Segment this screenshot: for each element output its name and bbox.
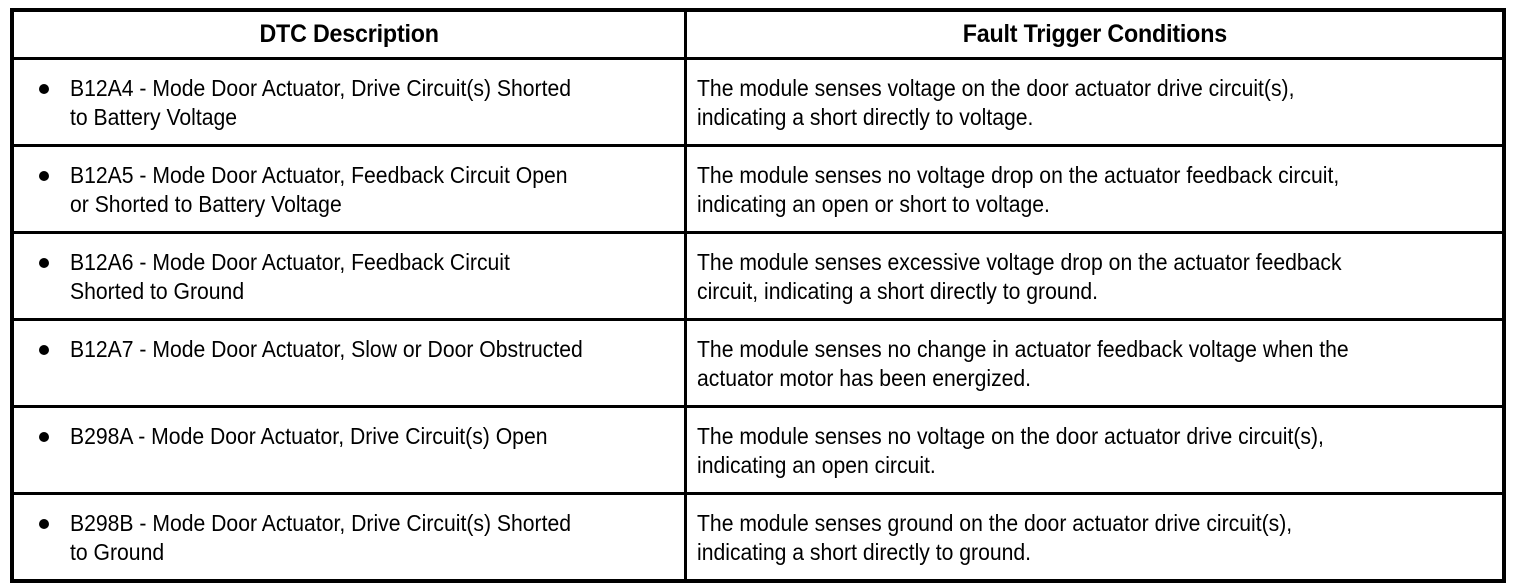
condition-block: The module senses ground on the door act… <box>687 495 1502 579</box>
table-row: B298B - Mode Door Actuator, Drive Circui… <box>12 492 1504 581</box>
cell-dtc-description: B12A5 - Mode Door Actuator, Feedback Cir… <box>12 144 688 233</box>
table-row: B12A7 - Mode Door Actuator, Slow or Door… <box>12 318 1504 407</box>
condition-block: The module senses voltage on the door ac… <box>687 60 1502 144</box>
table-header-row: DTC Description Fault Trigger Conditions <box>12 10 1504 60</box>
fault-trigger-conditions-text: The module senses excessive voltage drop… <box>697 249 1342 304</box>
cell-fault-trigger-conditions: The module senses voltage on the door ac… <box>686 59 1504 146</box>
column-header-dtc-description: DTC Description <box>35 10 664 60</box>
bullet-list-item: B12A6 - Mode Door Actuator, Feedback Cir… <box>14 234 684 318</box>
condition-block: The module senses excessive voltage drop… <box>687 234 1502 318</box>
cell-dtc-description: B12A6 - Mode Door Actuator, Feedback Cir… <box>12 231 688 320</box>
table-row: B298A - Mode Door Actuator, Drive Circui… <box>12 405 1504 494</box>
dtc-fault-table: DTC Description Fault Trigger Conditions… <box>10 8 1506 583</box>
bullet-list-item: B298A - Mode Door Actuator, Drive Circui… <box>14 408 684 463</box>
cell-fault-trigger-conditions: The module senses no change in actuator … <box>685 318 1504 407</box>
cell-dtc-description: B298A - Mode Door Actuator, Drive Circui… <box>12 405 688 494</box>
table-row: B12A4 - Mode Door Actuator, Drive Circui… <box>12 58 1504 146</box>
bullet-icon <box>39 345 49 355</box>
cell-dtc-description: B12A7 - Mode Door Actuator, Slow or Door… <box>12 318 688 407</box>
dtc-description-text: B12A4 - Mode Door Actuator, Drive Circui… <box>70 75 571 130</box>
column-header-fault-trigger-conditions: Fault Trigger Conditions <box>714 10 1476 60</box>
cell-fault-trigger-conditions: The module senses excessive voltage drop… <box>685 231 1504 320</box>
bullet-list-item: B12A5 - Mode Door Actuator, Feedback Cir… <box>14 147 684 231</box>
cell-fault-trigger-conditions: The module senses no voltage drop on the… <box>685 144 1504 233</box>
table-row: B12A5 - Mode Door Actuator, Feedback Cir… <box>12 144 1504 233</box>
table-body: B12A4 - Mode Door Actuator, Drive Circui… <box>12 58 1504 581</box>
condition-block: The module senses no voltage drop on the… <box>687 147 1502 231</box>
cell-dtc-description: B12A4 - Mode Door Actuator, Drive Circui… <box>12 58 688 146</box>
table-header: DTC Description Fault Trigger Conditions <box>12 10 1504 60</box>
fault-trigger-conditions-text: The module senses no voltage drop on the… <box>697 162 1340 217</box>
dtc-description-text: B298B - Mode Door Actuator, Drive Circui… <box>70 510 571 565</box>
cell-fault-trigger-conditions: The module senses no voltage on the door… <box>685 405 1504 494</box>
bullet-icon <box>39 258 49 268</box>
condition-block: The module senses no voltage on the door… <box>687 408 1502 492</box>
bullet-icon <box>39 519 49 529</box>
fault-trigger-conditions-text: The module senses voltage on the door ac… <box>697 75 1295 130</box>
bullet-icon <box>39 171 49 181</box>
condition-block: The module senses no change in actuator … <box>687 321 1502 405</box>
bullet-icon <box>39 432 49 442</box>
bullet-icon <box>39 84 49 94</box>
dtc-table-container: DTC Description Fault Trigger Conditions… <box>10 8 1506 583</box>
bullet-list-item: B12A4 - Mode Door Actuator, Drive Circui… <box>14 60 684 144</box>
fault-trigger-conditions-text: The module senses no voltage on the door… <box>697 423 1325 478</box>
dtc-description-text: B298A - Mode Door Actuator, Drive Circui… <box>70 423 548 449</box>
dtc-description-text: B12A5 - Mode Door Actuator, Feedback Cir… <box>70 162 568 217</box>
fault-trigger-conditions-text: The module senses ground on the door act… <box>697 510 1293 565</box>
bullet-list-item: B298B - Mode Door Actuator, Drive Circui… <box>14 495 684 579</box>
cell-dtc-description: B298B - Mode Door Actuator, Drive Circui… <box>12 492 688 581</box>
table-row: B12A6 - Mode Door Actuator, Feedback Cir… <box>12 231 1504 320</box>
cell-fault-trigger-conditions: The module senses ground on the door act… <box>685 492 1504 581</box>
bullet-list-item: B12A7 - Mode Door Actuator, Slow or Door… <box>14 321 684 376</box>
fault-trigger-conditions-text: The module senses no change in actuator … <box>697 336 1350 391</box>
dtc-description-text: B12A6 - Mode Door Actuator, Feedback Cir… <box>70 249 510 304</box>
dtc-description-text: B12A7 - Mode Door Actuator, Slow or Door… <box>70 336 583 362</box>
